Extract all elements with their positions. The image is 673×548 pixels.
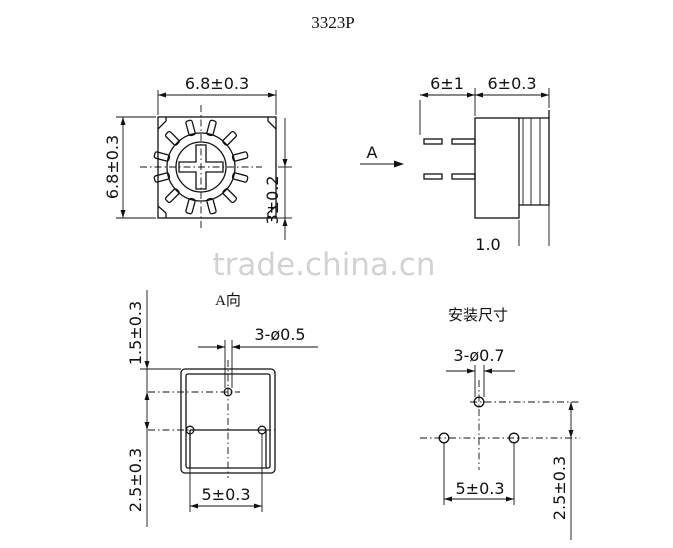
adjuster-tooth bbox=[206, 119, 217, 137]
view-a-lower-dim: 2.5±0.3 bbox=[126, 448, 145, 512]
view-a: A向 3-ø0.5 1.5±0.3 2.5±0.3 bbox=[126, 290, 318, 527]
side-lead-dim: 6±1 bbox=[430, 74, 464, 93]
view-a-pitch-dim: 5±0.3 bbox=[201, 485, 250, 504]
top-view-rotor-outer bbox=[166, 132, 236, 202]
adjuster-tooth bbox=[185, 197, 196, 215]
adjuster-tooth bbox=[153, 172, 171, 183]
side-bottom-dim: 1.0 bbox=[475, 235, 500, 254]
top-view-corner-chamfers bbox=[157, 117, 277, 218]
adjuster-tooth bbox=[164, 188, 180, 204]
top-view-cross-slot bbox=[178, 144, 224, 190]
mount-pitch-dim: 5±0.3 bbox=[455, 479, 504, 498]
side-view-rotor bbox=[519, 117, 550, 206]
side-body-dim: 6±0.3 bbox=[487, 74, 536, 93]
mount-hole-dim: 3-ø0.7 bbox=[453, 346, 504, 365]
top-height-dim: 6.8±0.3 bbox=[103, 135, 122, 199]
mount-height-dim: 2.5±0.3 bbox=[550, 456, 569, 520]
side-view-leads bbox=[423, 138, 476, 180]
mounting-view: 安装尺寸 3-ø0.7 5±0.3 2.5±0.3 bbox=[420, 307, 580, 540]
adjuster-tooth bbox=[164, 130, 180, 146]
drawing-title: 3323P bbox=[311, 13, 354, 32]
view-a-upper-dim: 1.5±0.3 bbox=[126, 301, 145, 365]
top-view: 6.8±0.3 6.8±0.3 3±0.2 bbox=[103, 74, 292, 240]
adjuster-tooth bbox=[231, 151, 249, 162]
top-side-dim: 3±0.2 bbox=[263, 175, 282, 224]
adjuster-tooth bbox=[153, 151, 171, 162]
adjuster-tooth bbox=[222, 130, 238, 146]
view-arrow-head bbox=[394, 160, 404, 168]
adjuster-tooth bbox=[206, 197, 217, 215]
view-arrow-label: A bbox=[367, 143, 378, 162]
top-view-body bbox=[157, 116, 277, 219]
view-a-pin-dim: 3-ø0.5 bbox=[254, 325, 305, 344]
adjuster-tooth bbox=[231, 172, 249, 183]
top-view-adjuster-teeth bbox=[153, 119, 249, 215]
side-view-body bbox=[474, 117, 520, 219]
side-view: 6±1 6±0.3 A 1.0 bbox=[360, 74, 550, 254]
adjuster-tooth bbox=[185, 119, 196, 137]
mounting-label: 安装尺寸 bbox=[448, 307, 508, 324]
top-width-dim: 6.8±0.3 bbox=[185, 74, 249, 93]
adjuster-tooth bbox=[222, 188, 238, 204]
watermark: trade.china.cn bbox=[213, 247, 436, 283]
view-a-label: A向 bbox=[215, 292, 241, 309]
